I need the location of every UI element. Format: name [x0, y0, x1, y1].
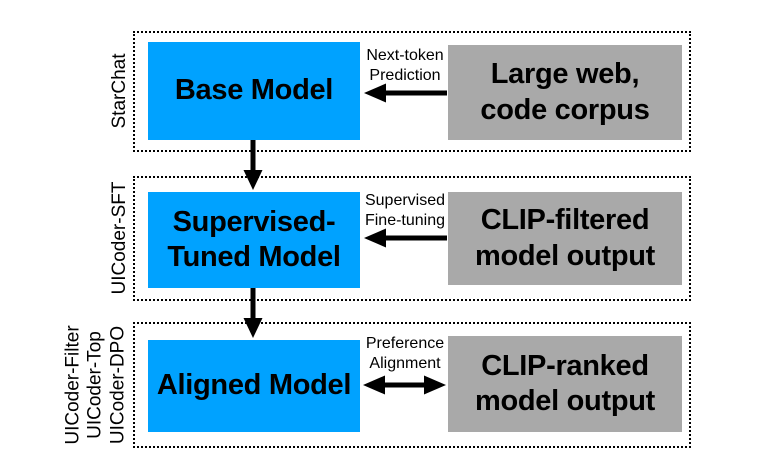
stage-container-alignment	[133, 322, 691, 448]
stage-container-sft	[133, 176, 691, 301]
arrow-label-preference-alignment: Preference Alignment	[365, 335, 445, 372]
side-label-uicoder-variants: UICoder-Filter UICoder-Top UICoder-DPO	[62, 325, 129, 445]
model-box-supervised-tuned: Supervised- Tuned Model	[148, 192, 360, 288]
source-box-clip-ranked: CLIP-ranked model output	[448, 336, 682, 432]
source-box-clip-filtered: CLIP-filtered model output	[448, 192, 682, 285]
side-label-uicoder-sft: UICoder-SFT	[108, 181, 130, 295]
stage-container-pretraining	[133, 31, 691, 152]
source-box-web-corpus: Large web, code corpus	[448, 45, 682, 140]
side-label-starchat: StarChat	[108, 53, 130, 129]
model-box-base: Base Model	[148, 42, 360, 140]
model-box-aligned: Aligned Model	[148, 340, 360, 432]
arrow-label-next-token-prediction: Next-token Prediction	[366, 47, 444, 84]
arrow-label-supervised-fine-tuning: Supervised Fine-tuning	[364, 192, 446, 229]
